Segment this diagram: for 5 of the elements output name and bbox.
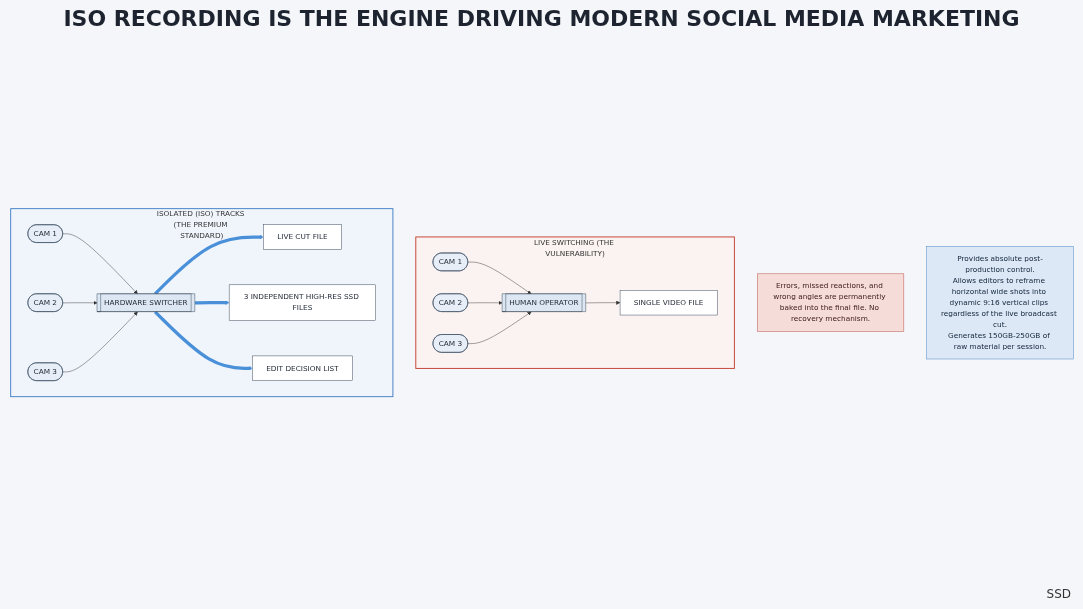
icon-text: SSD bbox=[1046, 587, 1071, 601]
arrow bbox=[194, 301, 229, 305]
diagram-title: ISO RECORDING IS THE ENGINE DRIVING MODERN SOCIAL MEDIA MARKETING bbox=[62, 6, 1021, 31]
arrow bbox=[153, 235, 264, 296]
arrow bbox=[153, 311, 253, 371]
